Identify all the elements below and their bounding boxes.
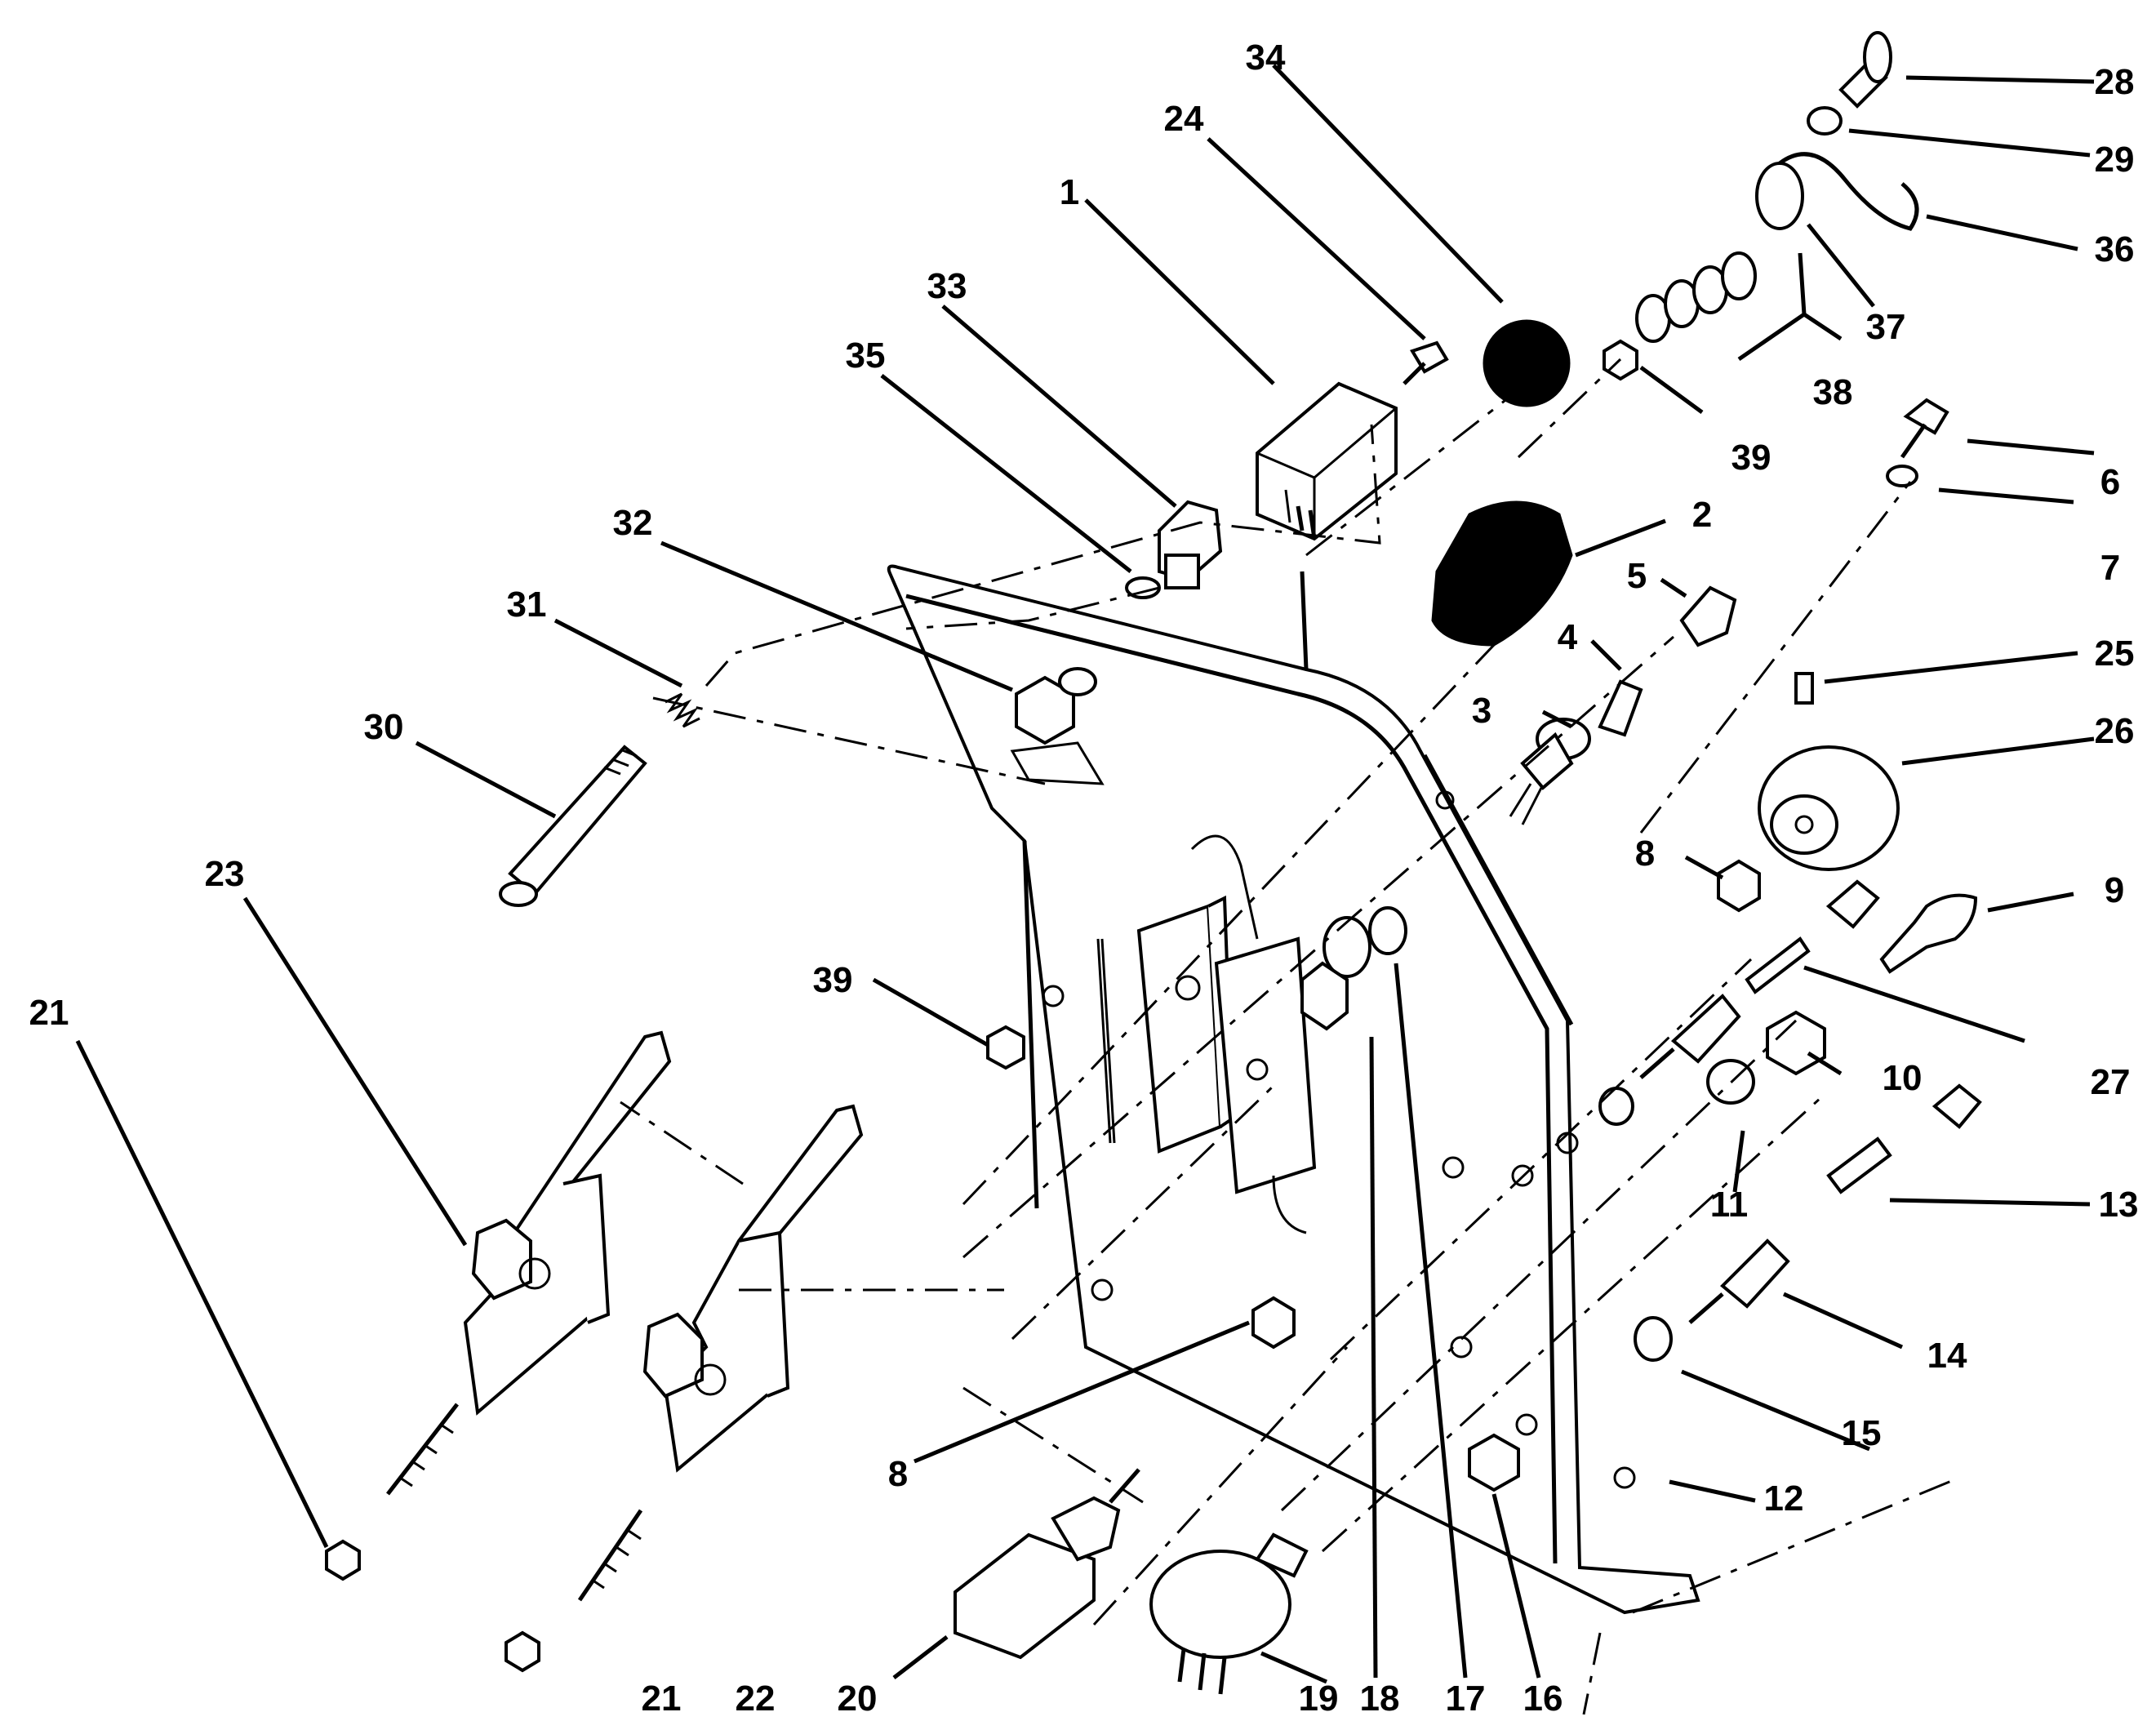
- part-26-key-switch: [1758, 745, 1900, 871]
- leader-lines: [75, 64, 2095, 1684]
- callout-7: 7: [2100, 548, 2120, 588]
- callout-21a: 21: [29, 993, 69, 1033]
- callout-10: 10: [1883, 1058, 1923, 1098]
- callout-3: 3: [1472, 691, 1491, 731]
- part-30-bolt: [499, 745, 647, 907]
- callout-39a: 39: [813, 960, 853, 1000]
- part-13-fuse: [1826, 1083, 1982, 1194]
- part-39-nut-a: [986, 1025, 1025, 1070]
- part-3-lamp-socket: [1509, 718, 1591, 825]
- callout-8a: 8: [1635, 834, 1655, 874]
- part-24-screw: [1403, 340, 1449, 385]
- callout-9: 9: [2105, 870, 2124, 910]
- part-21-nut-b: [505, 1630, 540, 1673]
- callout-36: 36: [2095, 229, 2135, 269]
- part-9-key: [1879, 893, 1978, 974]
- part-14-fuse-holder-a: [1639, 994, 1741, 1079]
- part-20-toggle-switch: [954, 1468, 1140, 1660]
- callout-20: 20: [838, 1679, 878, 1719]
- callout-32: 32: [613, 503, 653, 543]
- part-7-washer: [1886, 465, 1918, 487]
- callout-12: 12: [1764, 1479, 1804, 1519]
- callout-14: 14: [1927, 1336, 1967, 1376]
- part-6-screw: [1900, 398, 1949, 459]
- callout-19: 19: [1299, 1679, 1339, 1719]
- callout-29: 29: [2095, 140, 2135, 180]
- callout-11: 11: [1710, 1185, 1749, 1225]
- part-33-switch: [1158, 500, 1223, 589]
- part-27-fuse: [1745, 879, 1880, 994]
- callout-27: 27: [2091, 1062, 2131, 1102]
- part-37-washer: [1755, 162, 1804, 230]
- callout-18: 18: [1360, 1679, 1400, 1719]
- callout-39b: 39: [1731, 438, 1771, 478]
- assembly-lines: [620, 358, 1960, 1715]
- callout-labels: 1 2 3 4 5 6 7 8 8 9 10 11 12 13 14 15 16…: [29, 38, 2139, 1719]
- callout-33: 33: [927, 266, 967, 306]
- callout-15: 15: [1842, 1413, 1882, 1453]
- part-28-screw: [1838, 31, 1892, 109]
- part-18-nut: [1300, 916, 1371, 1031]
- callout-25: 25: [2095, 634, 2135, 674]
- callout-30: 30: [364, 707, 404, 747]
- callout-21b: 21: [642, 1679, 682, 1719]
- callout-1: 1: [1060, 172, 1079, 212]
- callout-8b: 8: [888, 1454, 908, 1494]
- part-15-washer: [1634, 1316, 1673, 1362]
- part-4-bulb: [1598, 679, 1643, 737]
- callout-34: 34: [1246, 38, 1286, 78]
- part-31-spring: [665, 692, 700, 728]
- callout-35: 35: [846, 336, 886, 376]
- callout-13: 13: [2099, 1185, 2139, 1225]
- part-22-lever: [577, 1104, 864, 1602]
- part-38-washers: [1635, 251, 1757, 343]
- part-15-washer-b: [1598, 1087, 1634, 1126]
- callout-4: 4: [1558, 617, 1578, 657]
- callout-28: 28: [2095, 62, 2135, 102]
- callout-22: 22: [736, 1679, 776, 1719]
- part-21-nut-a: [325, 1539, 361, 1581]
- part-1-relay: [1256, 381, 1398, 541]
- part-32-nut: [1010, 667, 1105, 785]
- bracket-assembly: [1136, 834, 1317, 1234]
- part-14-fuse-holder-b: [1688, 1238, 1790, 1324]
- callout-6: 6: [2100, 462, 2120, 502]
- part-10-nut: [1766, 1010, 1826, 1076]
- callout-31: 31: [507, 585, 547, 625]
- callout-17: 17: [1446, 1679, 1486, 1719]
- callout-37: 37: [1866, 307, 1906, 347]
- part-17-washer: [1368, 906, 1407, 955]
- part-5-lens: [1679, 585, 1737, 647]
- part-19-ignition-switch: [1149, 1532, 1309, 1695]
- part-34-ball-knob: [1483, 319, 1571, 407]
- part-23-lever: [386, 1030, 672, 1496]
- part-16-nut: [1468, 1433, 1520, 1492]
- callout-38: 38: [1813, 372, 1853, 412]
- callout-5: 5: [1627, 556, 1647, 596]
- part-36-hook: [1778, 152, 1919, 231]
- part-8-nut-a: [1717, 859, 1761, 913]
- callout-26: 26: [2095, 711, 2135, 751]
- callout-24: 24: [1164, 99, 1204, 139]
- part-8-nut-b: [1251, 1296, 1296, 1350]
- part-25-set-screw: [1794, 672, 1814, 705]
- part-2-cone-knob: [1431, 500, 1573, 647]
- callout-16: 16: [1523, 1679, 1563, 1719]
- callout-2: 2: [1692, 495, 1712, 535]
- part-29-washer: [1807, 106, 1843, 136]
- callout-23: 23: [205, 854, 245, 894]
